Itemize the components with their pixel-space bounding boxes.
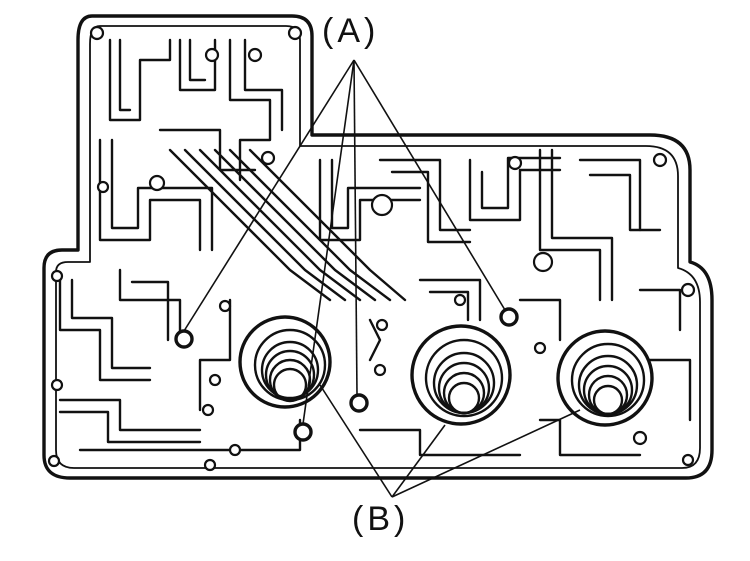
valve-body-inner-edge xyxy=(55,25,701,469)
check-balls-a xyxy=(174,307,519,442)
leader-lines-a xyxy=(183,59,506,425)
spring xyxy=(410,324,512,426)
check-ball xyxy=(174,329,194,349)
leader-lines-b xyxy=(319,384,581,498)
check-ball xyxy=(499,307,519,327)
callout-label-a: (A) xyxy=(322,12,380,50)
valve-body-outline xyxy=(42,14,714,480)
springs-b xyxy=(238,315,654,427)
check-ball xyxy=(293,422,313,442)
callout-label-b: (B) xyxy=(352,500,410,538)
check-ball xyxy=(349,393,369,413)
bolt-holes xyxy=(47,25,696,472)
spring xyxy=(238,315,332,409)
spring xyxy=(556,329,654,427)
fluid-passages xyxy=(58,38,692,457)
